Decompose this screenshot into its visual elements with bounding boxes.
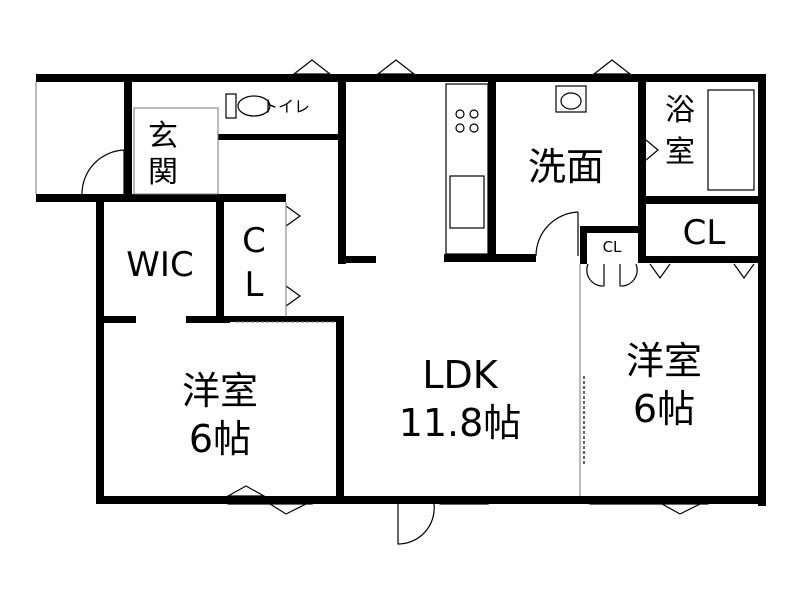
room-washroom-label: 洗面 — [528, 145, 604, 189]
room-bath-label: 浴 — [665, 93, 695, 128]
room-ldk-size: 11.8帖 — [399, 401, 522, 445]
room-closet-hall-label-2: L — [245, 265, 264, 305]
room-ldk-name: LDK — [422, 353, 498, 397]
room-bath-label-2: 室 — [665, 135, 695, 170]
room-closet-right-label: CL — [683, 213, 726, 253]
room-toilet-label: トイレ — [262, 97, 310, 116]
room-labels: 玄 関 トイレ WIC C L 洗面 浴 室 CL CL 洋室 6帖 LDK 1… — [126, 93, 725, 461]
room-entrance-label-2: 関 — [148, 155, 178, 190]
room-bedroom-right-name: 洋室 — [626, 339, 702, 383]
room-closet-small-label: CL — [603, 238, 622, 256]
room-wic-label: WIC — [126, 245, 193, 285]
room-bedroom-left-name: 洋室 — [182, 369, 258, 413]
room-bedroom-right-size: 6帖 — [633, 387, 695, 431]
walls — [36, 74, 766, 506]
room-bedroom-left-size: 6帖 — [189, 417, 251, 461]
room-closet-hall-label: C — [242, 221, 266, 261]
fixtures — [35, 59, 755, 545]
room-entrance-label: 玄 — [148, 119, 178, 154]
